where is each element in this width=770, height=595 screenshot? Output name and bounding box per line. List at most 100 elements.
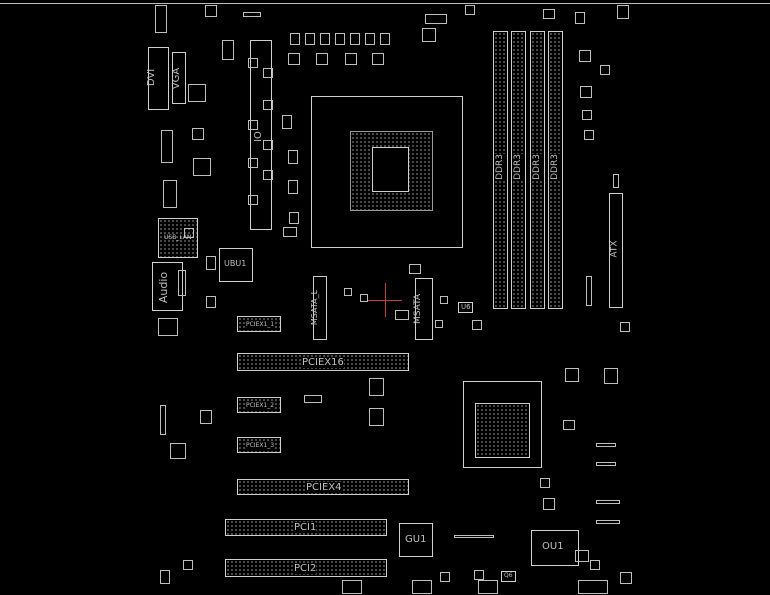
smd-component[interactable] bbox=[206, 296, 216, 308]
smd-component[interactable] bbox=[158, 318, 178, 336]
smd-component[interactable] bbox=[380, 33, 390, 45]
gu1-chip[interactable]: GU1 bbox=[399, 523, 433, 557]
smd-component[interactable] bbox=[578, 580, 608, 594]
atx-connector[interactable]: ATX bbox=[609, 193, 623, 308]
smd-component[interactable] bbox=[161, 130, 173, 163]
smd-component[interactable] bbox=[344, 288, 352, 296]
smd-component[interactable] bbox=[575, 12, 585, 24]
ddr3-slot-1[interactable]: DDR3 bbox=[493, 31, 508, 309]
dvi-connector[interactable]: DVI bbox=[146, 47, 169, 110]
smd-component[interactable] bbox=[263, 100, 273, 110]
msata-connector[interactable]: MSATA bbox=[413, 278, 433, 340]
smd-component[interactable] bbox=[248, 195, 258, 205]
pciex1-3-slot[interactable]: PCIEX1_3 bbox=[237, 437, 281, 453]
smd-component[interactable] bbox=[170, 443, 186, 459]
smd-component[interactable] bbox=[282, 115, 292, 129]
smd-component[interactable] bbox=[617, 5, 629, 19]
smd-component[interactable] bbox=[563, 420, 575, 430]
ubu1-chip[interactable]: UBU1 bbox=[219, 248, 253, 282]
audio-connector[interactable]: Audio bbox=[152, 262, 183, 311]
pciex4-slot[interactable]: PCIEX4 bbox=[237, 479, 409, 495]
smd-component[interactable] bbox=[582, 110, 592, 120]
smd-component[interactable] bbox=[369, 408, 384, 426]
smd-component[interactable] bbox=[579, 50, 591, 62]
vga-connector[interactable]: VGA bbox=[171, 52, 186, 104]
smd-component[interactable] bbox=[596, 520, 620, 524]
smd-component[interactable] bbox=[192, 128, 204, 140]
smd-component[interactable] bbox=[316, 53, 328, 65]
chipset[interactable] bbox=[463, 381, 542, 468]
pciex1-1-slot[interactable]: PCIEX1_1 bbox=[237, 316, 281, 332]
smd-component[interactable] bbox=[472, 320, 482, 330]
smd-component[interactable] bbox=[365, 33, 375, 45]
smd-component[interactable] bbox=[440, 572, 450, 582]
io-chip[interactable]: IO bbox=[250, 40, 272, 230]
smd-component[interactable] bbox=[320, 33, 330, 45]
smd-component[interactable] bbox=[372, 53, 384, 65]
smd-component[interactable] bbox=[586, 276, 592, 306]
smd-component[interactable] bbox=[184, 228, 194, 238]
smd-component[interactable] bbox=[425, 14, 447, 24]
smd-component[interactable] bbox=[543, 9, 555, 19]
cpu-socket[interactable] bbox=[311, 96, 463, 248]
pci1-slot[interactable]: PCI1 bbox=[225, 519, 387, 536]
smd-component[interactable] bbox=[590, 560, 600, 570]
smd-component[interactable] bbox=[200, 410, 212, 424]
smd-component[interactable] bbox=[188, 84, 206, 102]
smd-component[interactable] bbox=[335, 33, 345, 45]
pciex1-2-slot[interactable]: PCIEX1_2 bbox=[237, 397, 281, 413]
smd-component[interactable] bbox=[288, 180, 298, 194]
smd-component[interactable] bbox=[395, 310, 409, 320]
smd-component[interactable] bbox=[604, 368, 618, 384]
smd-component[interactable] bbox=[613, 174, 619, 188]
smd-component[interactable] bbox=[596, 462, 616, 466]
ou1-chip[interactable]: OU1 bbox=[531, 530, 579, 566]
u6-chip[interactable]: U6 bbox=[458, 302, 473, 313]
q6-part[interactable]: Q6 bbox=[501, 571, 516, 582]
smd-component[interactable] bbox=[263, 68, 273, 78]
smd-component[interactable] bbox=[288, 53, 300, 65]
smd-component[interactable] bbox=[283, 227, 297, 237]
smd-component[interactable] bbox=[205, 5, 217, 17]
smd-component[interactable] bbox=[465, 5, 475, 15]
smd-component[interactable] bbox=[193, 158, 211, 176]
smd-component[interactable] bbox=[596, 500, 620, 504]
smd-component[interactable] bbox=[160, 405, 166, 435]
msata-l-connector[interactable]: MSATA_L bbox=[310, 276, 327, 340]
smd-component[interactable] bbox=[565, 368, 579, 382]
smd-component[interactable] bbox=[580, 86, 592, 98]
smd-component[interactable] bbox=[305, 33, 315, 45]
smd-component[interactable] bbox=[620, 322, 630, 332]
smd-component[interactable] bbox=[350, 33, 360, 45]
smd-component[interactable] bbox=[474, 570, 484, 580]
smd-component[interactable] bbox=[183, 560, 193, 570]
smd-component[interactable] bbox=[263, 140, 273, 150]
smd-component[interactable] bbox=[575, 550, 589, 562]
smd-component[interactable] bbox=[289, 212, 299, 224]
smd-component[interactable] bbox=[440, 296, 448, 304]
smd-component[interactable] bbox=[206, 256, 216, 270]
ddr3-slot-4[interactable]: DDR3 bbox=[548, 31, 563, 309]
smd-component[interactable] bbox=[584, 130, 594, 140]
smd-component[interactable] bbox=[540, 478, 550, 488]
smd-component[interactable] bbox=[422, 28, 436, 42]
smd-component[interactable] bbox=[600, 65, 610, 75]
smd-component[interactable] bbox=[263, 170, 273, 180]
smd-component[interactable] bbox=[543, 498, 555, 510]
smd-component[interactable] bbox=[478, 580, 498, 594]
smd-component[interactable] bbox=[288, 150, 298, 164]
smd-component[interactable] bbox=[342, 580, 362, 594]
smd-component[interactable] bbox=[409, 264, 421, 274]
smd-component[interactable] bbox=[435, 320, 443, 328]
smd-component[interactable] bbox=[222, 40, 234, 60]
smd-component[interactable] bbox=[248, 58, 258, 68]
smd-component[interactable] bbox=[178, 270, 186, 296]
smd-component[interactable] bbox=[596, 443, 616, 447]
pciex16-slot[interactable]: PCIEX16 bbox=[237, 353, 409, 371]
smd-component[interactable] bbox=[248, 158, 258, 168]
smd-component[interactable] bbox=[454, 535, 494, 538]
smd-component[interactable] bbox=[620, 572, 632, 584]
smd-component[interactable] bbox=[160, 570, 170, 584]
smd-component[interactable] bbox=[290, 33, 300, 45]
ddr3-slot-2[interactable]: DDR3 bbox=[511, 31, 526, 309]
